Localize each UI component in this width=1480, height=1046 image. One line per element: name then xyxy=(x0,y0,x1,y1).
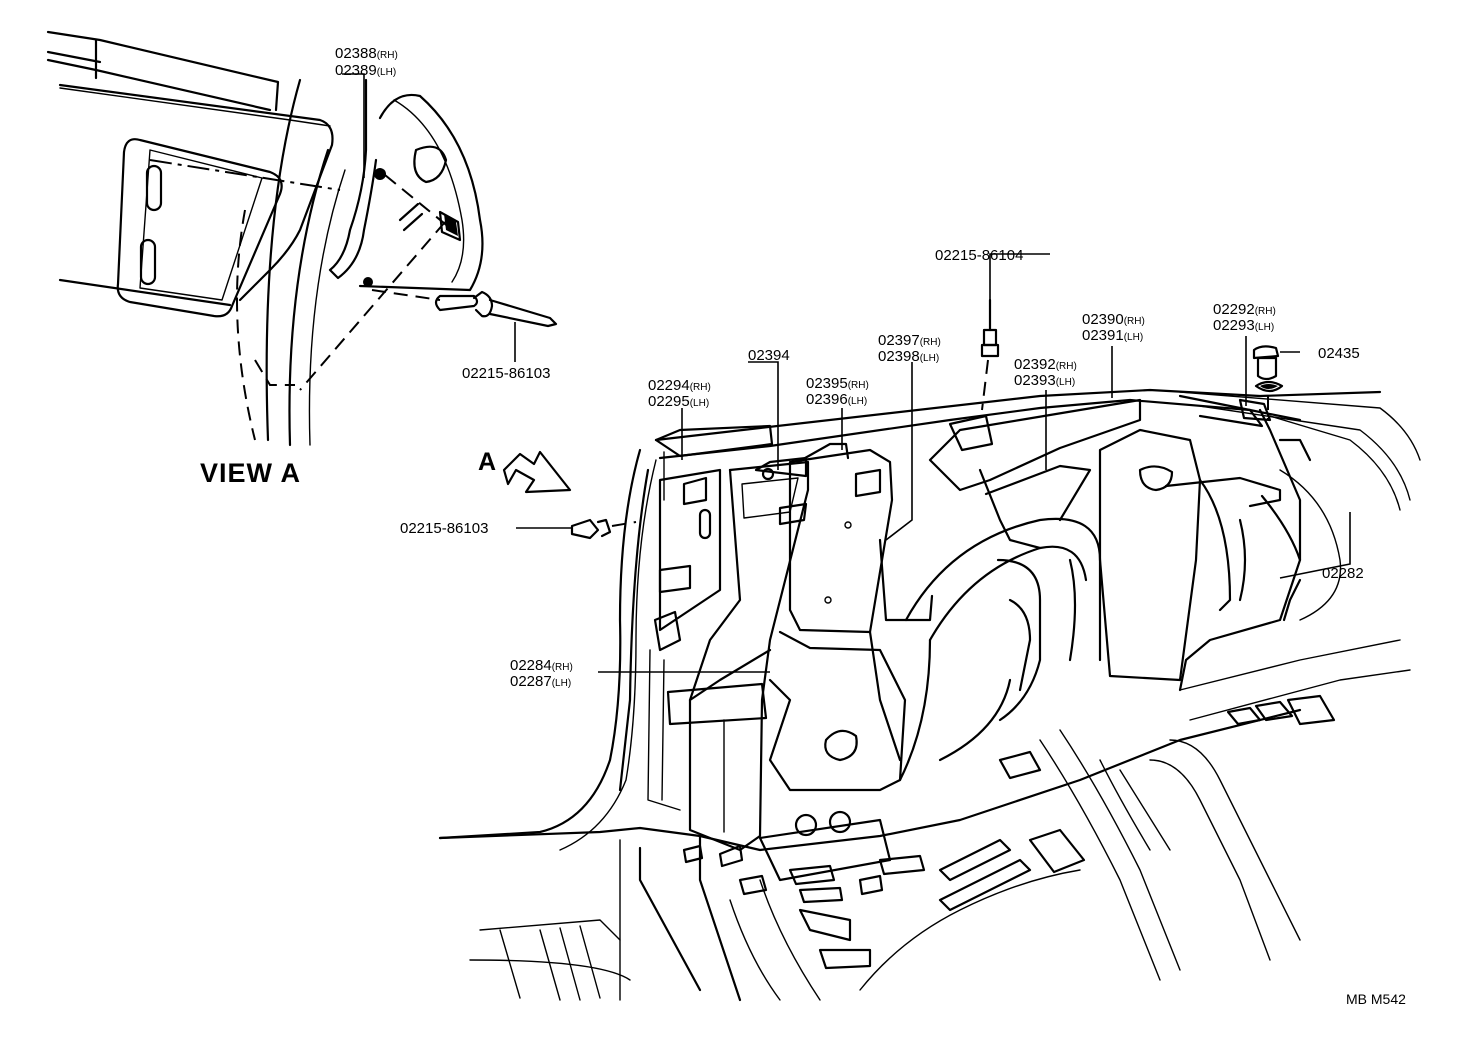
callout-02395: 02395(RH) xyxy=(806,375,869,392)
side-tag: (RH) xyxy=(1124,316,1145,327)
callout-02396: 02396(LH) xyxy=(806,391,867,408)
side-tag: (LH) xyxy=(690,398,709,409)
side-tag: (RH) xyxy=(377,50,398,61)
svg-text:02293(LH): 02293(LH) xyxy=(1213,317,1274,334)
svg-text:02398(LH): 02398(LH) xyxy=(878,348,939,365)
svg-text:02389(LH): 02389(LH) xyxy=(335,62,396,79)
svg-text:02294(RH): 02294(RH) xyxy=(648,377,711,394)
callout-02287: 02287(LH) xyxy=(510,673,571,690)
side-tag: (RH) xyxy=(920,337,941,348)
callout-02215-86104: 02215-86104 xyxy=(935,247,1023,264)
callout-02390: 02390(RH) xyxy=(1082,311,1145,328)
part-number: 02397 xyxy=(878,332,920,349)
side-tag: (LH) xyxy=(1056,377,1075,388)
side-tag: (LH) xyxy=(848,396,867,407)
callout-02284: 02284(RH) xyxy=(510,657,573,674)
view-a-detail xyxy=(46,30,558,447)
part-number: 02393 xyxy=(1014,372,1056,389)
view-a-arrow xyxy=(502,450,572,494)
side-tag: (RH) xyxy=(1056,361,1077,372)
callout-02393: 02393(LH) xyxy=(1014,372,1075,389)
callout-02391: 02391(LH) xyxy=(1082,327,1143,344)
callout-02292: 02292(RH) xyxy=(1213,301,1276,318)
callout-02397: 02397(RH) xyxy=(878,332,941,349)
callout-02294: 02294(RH) xyxy=(648,377,711,394)
part-number: 02396 xyxy=(806,391,848,408)
part-number: 02295 xyxy=(648,393,690,410)
part-number: 02389 xyxy=(335,62,377,79)
part-number: 02392 xyxy=(1014,356,1056,373)
svg-text:02396(LH): 02396(LH) xyxy=(806,391,867,408)
callout-02398: 02398(LH) xyxy=(878,348,939,365)
side-tag: (RH) xyxy=(1255,306,1276,317)
leader-lines xyxy=(516,253,1351,673)
callout-02282: 02282 xyxy=(1322,565,1364,582)
callout-02295: 02295(LH) xyxy=(648,393,709,410)
svg-text:02292(RH): 02292(RH) xyxy=(1213,301,1276,318)
view-a-title: VIEW A xyxy=(200,458,301,488)
side-tag: (LH) xyxy=(1255,322,1274,333)
svg-text:02388(RH): 02388(RH) xyxy=(335,45,398,62)
part-number: 02294 xyxy=(648,377,690,394)
svg-text:02395(RH): 02395(RH) xyxy=(806,375,869,392)
callout-02389: 02389(LH) xyxy=(335,62,396,79)
arrow-a-label: A xyxy=(478,448,496,476)
callout-02392: 02392(RH) xyxy=(1014,356,1077,373)
labels: VIEW A A MB M542 02388(RH) 02389(LH) 022… xyxy=(200,45,1406,1007)
part-number: 02287 xyxy=(510,673,552,690)
svg-text:02295(LH): 02295(LH) xyxy=(648,393,709,410)
svg-text:02397(RH): 02397(RH) xyxy=(878,332,941,349)
svg-text:02284(RH): 02284(RH) xyxy=(510,657,573,674)
part-number: 02395 xyxy=(806,375,848,392)
callout-02293: 02293(LH) xyxy=(1213,317,1274,334)
side-tag: (LH) xyxy=(1124,332,1143,343)
side-tag: (RH) xyxy=(552,662,573,673)
side-tag: (RH) xyxy=(848,380,869,391)
svg-text:02390(RH): 02390(RH) xyxy=(1082,311,1145,328)
side-tag: (LH) xyxy=(377,67,396,78)
rear-body-assembly xyxy=(438,298,1421,1002)
part-number: 02284 xyxy=(510,657,552,674)
svg-text:02393(LH): 02393(LH) xyxy=(1014,372,1075,389)
drawing-reference: MB M542 xyxy=(1346,991,1406,1007)
callout-02388: 02388(RH) xyxy=(335,45,398,62)
part-number: 02391 xyxy=(1082,327,1124,344)
side-tag: (RH) xyxy=(690,382,711,393)
callout-02435: 02435 xyxy=(1318,345,1360,362)
part-number: 02293 xyxy=(1213,317,1255,334)
part-number: 02292 xyxy=(1213,301,1255,318)
side-tag: (LH) xyxy=(920,353,939,364)
part-number: 02388 xyxy=(335,45,377,62)
part-number: 02398 xyxy=(878,348,920,365)
part-number: 02390 xyxy=(1082,311,1124,328)
svg-text:02287(LH): 02287(LH) xyxy=(510,673,571,690)
callout-02394: 02394 xyxy=(748,347,790,364)
svg-text:02391(LH): 02391(LH) xyxy=(1082,327,1143,344)
callout-02215-86103-main: 02215-86103 xyxy=(400,520,488,537)
callout-02215-86103-view: 02215-86103 xyxy=(462,365,550,382)
side-tag: (LH) xyxy=(552,678,571,689)
svg-text:02392(RH): 02392(RH) xyxy=(1014,356,1077,373)
